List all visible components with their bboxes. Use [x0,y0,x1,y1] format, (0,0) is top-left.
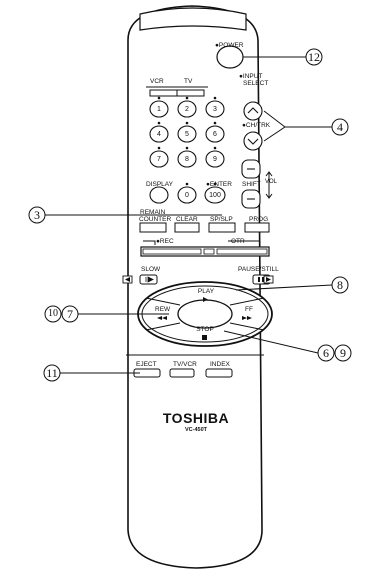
rew-label: REW [155,306,171,313]
key-2-shape [177,100,197,118]
stop-label: STOP [196,326,214,333]
key-2-button: 2 [185,105,189,113]
key-dot [213,146,217,150]
prog-button [244,222,270,233]
key-7-shape [149,150,169,168]
eject-label: EJECT [136,361,157,368]
ff-label: FF [245,306,253,313]
key-dot [185,146,189,150]
remain-counter-button [139,222,167,233]
otr-label: OTR [231,238,245,245]
power-label: ●POWER [215,42,244,49]
key-9-shape [205,150,225,168]
key-dot [185,96,189,100]
tv-vcr-label: TV/VCR [173,361,197,368]
callout-9: 9 [340,346,346,360]
key-7-button: 7 [157,155,161,163]
play-label: PLAY [197,288,215,295]
clear-label: CLEAR [176,216,198,223]
input-select-label-1: ●INPUT [239,73,263,80]
shift-label: SHIFT [242,181,261,188]
key-5-button: 5 [185,130,189,138]
model-label: VC-450T [184,427,208,433]
display-label: DISPLAY [146,181,173,188]
key-dot [185,121,189,125]
ir-window [139,7,247,31]
key-8-button: 8 [185,155,189,163]
callout-10: 10 [48,308,58,319]
ch-trk-label: ●CH/TRK [242,122,271,129]
index-label: INDEX [210,361,230,368]
sp-slp-button [208,222,236,233]
key-dot [213,96,217,100]
callout-6: 6 [323,346,329,360]
prog-label: PROG [249,216,269,223]
pause-still-label: PAUSE/STILL [238,266,279,273]
vcr-label: VCR [150,78,164,85]
key-dot [185,182,189,186]
key-100-shape [204,186,226,204]
sp-slp-label: SP/SLP [210,216,233,223]
callout-8: 8 [337,278,343,292]
counter-label: COUNTER [139,216,172,223]
callout-3: 3 [34,208,40,222]
key-4-button: 4 [157,130,161,138]
key-3-shape [205,100,225,118]
clear-button [174,222,200,233]
index-button [205,368,233,378]
key-0-shape [177,186,197,204]
callout-4: 4 [337,120,343,134]
key-0-button: 0 [185,191,189,199]
power-button-shape [216,45,244,69]
input-select-label-2: SELECT [243,80,269,87]
key-3-button: 3 [213,105,217,113]
ch-down-button [243,131,263,151]
center-oval [177,299,233,329]
callout-12: 12 [308,50,320,64]
callout-11: 11 [46,366,58,380]
brand-logo: TOSHIBA [162,410,230,426]
key-1-shape [149,100,169,118]
key-dot [157,96,161,100]
remain-label: REMAIN [140,209,166,216]
display-button-shape [149,186,169,204]
key-4-shape [149,125,169,143]
callout-7: 7 [67,307,73,321]
key-dot [213,121,217,125]
tv-label: TV [184,78,193,85]
key-8-shape [177,150,197,168]
ch-up-button [243,101,263,121]
key-dot [157,146,161,150]
key-5-shape [177,125,197,143]
key-dot [213,182,217,186]
key-9-button: 9 [213,155,217,163]
key-dot [157,121,161,125]
slow-label: SLOW [141,266,161,273]
key-100-button: 100 [209,191,221,199]
key-6-button: 6 [213,130,217,138]
vol-label: VOL [265,179,278,185]
rec-label: ●REC [156,238,174,245]
key-6-shape [205,125,225,143]
enter-label: ●ENTER [206,181,232,188]
tv-vcr-button [169,368,195,378]
key-1-button: 1 [157,105,161,113]
